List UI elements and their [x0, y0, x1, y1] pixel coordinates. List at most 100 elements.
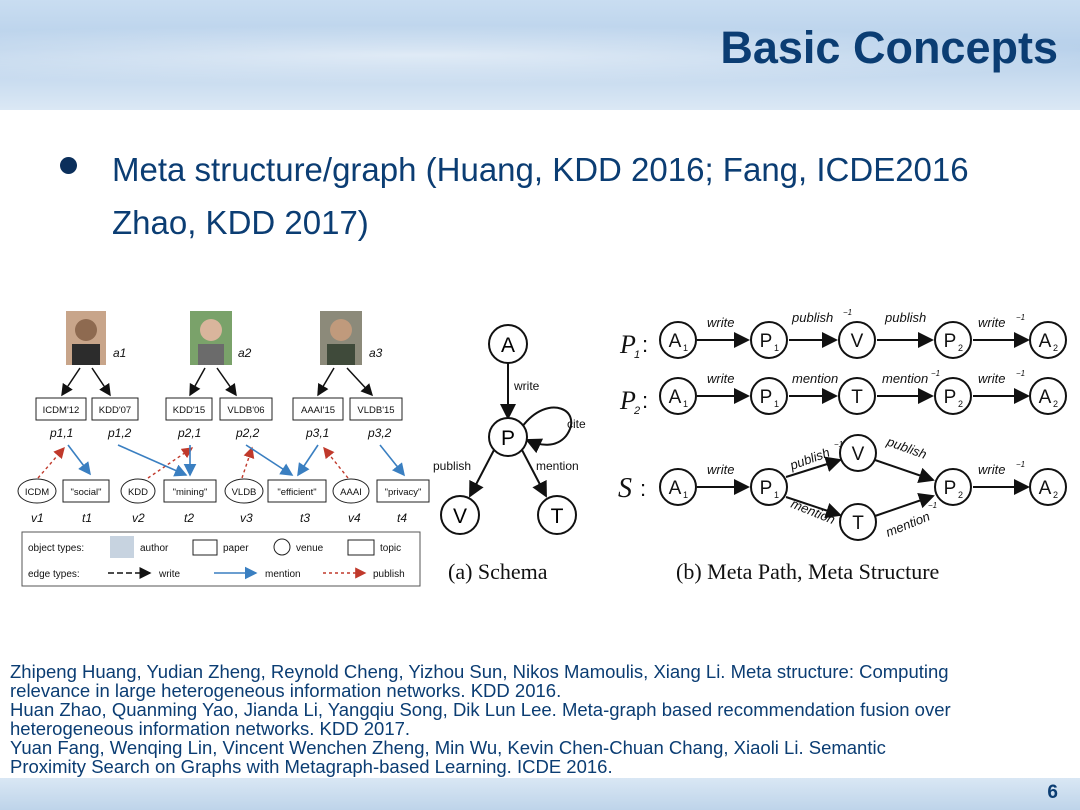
meta-edge-label: publish	[884, 433, 929, 462]
meta-edge-label: write	[707, 462, 734, 477]
bullet-dot	[60, 157, 77, 174]
svg-text:2: 2	[958, 490, 963, 500]
paper-id: p3,2	[367, 426, 392, 440]
svg-text:−1: −1	[834, 440, 843, 449]
legend-author: author	[140, 543, 169, 554]
topic-id: t4	[397, 511, 407, 525]
meta-edge-label: mention	[884, 509, 933, 540]
meta-edge-label: write	[978, 462, 1005, 477]
meta-edge-label: write	[978, 315, 1005, 330]
paper-label: KDD'15	[173, 405, 205, 416]
topic-label: "efficient"	[277, 487, 316, 498]
meta-node-label: A	[1039, 478, 1052, 499]
meta-edge-label: mention	[789, 496, 838, 527]
venue-topic-nodes: ICDM "social" KDD "mining" VLDB "efficie…	[17, 478, 430, 504]
svg-text::: :	[640, 476, 646, 501]
meta-node-label: P	[944, 331, 957, 352]
legend-write: write	[158, 569, 181, 580]
schema-edge-cite: cite	[567, 417, 586, 431]
legend-mention: mention	[265, 569, 301, 580]
venue-id: v2	[132, 511, 145, 525]
footer-band	[0, 778, 1080, 810]
author-label-a1: a1	[113, 346, 126, 360]
meta-caption: (b) Meta Path, Meta Structure	[676, 559, 939, 584]
svg-text:−1: −1	[1016, 460, 1025, 469]
schema-edge-mention: mention	[536, 459, 579, 473]
meta-node-label: P	[760, 331, 773, 352]
legend-edge-types: edge types:	[28, 569, 80, 580]
meta-node-label: T	[852, 513, 864, 534]
meta-node-label: P	[760, 387, 773, 408]
svg-text:2: 2	[1053, 490, 1058, 500]
legend-paper: paper	[223, 543, 249, 554]
paper-id: p1,1	[49, 426, 73, 440]
meta-edge-label: write	[707, 371, 734, 386]
meta-node-label: A	[669, 331, 682, 352]
header-band	[0, 0, 1080, 110]
reference-line: relevance in large heterogeneous informa…	[10, 680, 562, 701]
author-a1: a1	[66, 311, 126, 365]
schema-node-v	[440, 495, 480, 535]
svg-text:1: 1	[774, 490, 779, 500]
svg-text:1: 1	[683, 490, 688, 500]
paper-label: AAAI'15	[301, 405, 335, 416]
svg-text:1: 1	[634, 349, 640, 361]
legend: object types: author paper venue topic e…	[21, 531, 421, 587]
publish-edges	[37, 446, 349, 479]
meta-node-label: V	[851, 331, 864, 352]
references: Zhipeng Huang, Yudian Zheng, Reynold Che…	[10, 662, 1080, 776]
schema-node-p	[488, 417, 528, 457]
heterogeneous-graph: a1 a2 a3 ICDM'12 KDD'07	[17, 311, 430, 587]
meta-node-label: P	[944, 387, 957, 408]
svg-text::: :	[642, 332, 648, 357]
meta-edge-label: mention	[792, 371, 838, 386]
meta-node-label: P	[944, 478, 957, 499]
reference-line: heterogeneous information networks. KDD …	[10, 718, 411, 739]
paper-id: p2,2	[235, 426, 260, 440]
svg-text:1: 1	[683, 399, 688, 409]
paper-id-labels: p1,1 p1,2 p2,1 p2,2 p3,1 p3,2	[49, 426, 392, 440]
schema-diagram: A P V T write cite publish mention (a) S…	[433, 324, 586, 584]
meta-edge-label: publish	[791, 310, 833, 325]
topic-label: "privacy"	[385, 487, 422, 498]
venue-label: KDD	[128, 487, 148, 498]
legend-topic: topic	[380, 543, 401, 554]
svg-text:−1: −1	[931, 369, 940, 378]
venue-topic-ids: v1 t1 v2 t2 v3 t3 v4 t4	[31, 511, 407, 525]
venue-label: VLDB	[232, 487, 257, 498]
venue-id: v4	[348, 511, 361, 525]
meta-node-label: P	[760, 478, 773, 499]
svg-text:2: 2	[633, 405, 640, 417]
meta-structure-diagram: P 1 : P 2 : S : write	[618, 308, 1067, 584]
svg-text:2: 2	[958, 343, 963, 353]
author-label-a2: a2	[238, 346, 252, 360]
meta-structure-label: S	[618, 473, 632, 504]
write-edges	[61, 367, 374, 397]
svg-text::: :	[642, 388, 648, 413]
meta-node-label: A	[1039, 331, 1052, 352]
svg-text:2: 2	[1053, 399, 1058, 409]
svg-text:−1: −1	[843, 308, 852, 317]
paper-id: p2,1	[177, 426, 201, 440]
meta-edge-label: write	[978, 371, 1005, 386]
venue-id: v1	[31, 511, 44, 525]
schema-edge-write: write	[513, 379, 540, 393]
author-label-a3: a3	[369, 346, 383, 360]
paper-label: VLDB'06	[227, 405, 264, 416]
mention-edges	[67, 444, 405, 477]
schema-node-v-label: V	[453, 505, 467, 528]
meta-path-2-label: P	[619, 386, 636, 415]
paper-label: VLDB'15	[357, 405, 394, 416]
svg-text:−1: −1	[1016, 313, 1025, 322]
schema-node-a-label: A	[501, 334, 515, 357]
meta-node-label: V	[852, 444, 865, 465]
svg-text:1: 1	[683, 343, 688, 353]
svg-text:−1: −1	[928, 501, 937, 510]
reference-line: Yuan Fang, Wenqing Lin, Vincent Wenchen …	[10, 737, 886, 758]
schema-node-t	[537, 495, 577, 535]
concept-figure: a1 a2 a3 ICDM'12 KDD'07	[17, 308, 1067, 587]
legend-publish: publish	[373, 569, 405, 580]
meta-edge-label: write	[707, 315, 734, 330]
meta-node-label: T	[851, 387, 863, 408]
topic-id: t3	[300, 511, 310, 525]
